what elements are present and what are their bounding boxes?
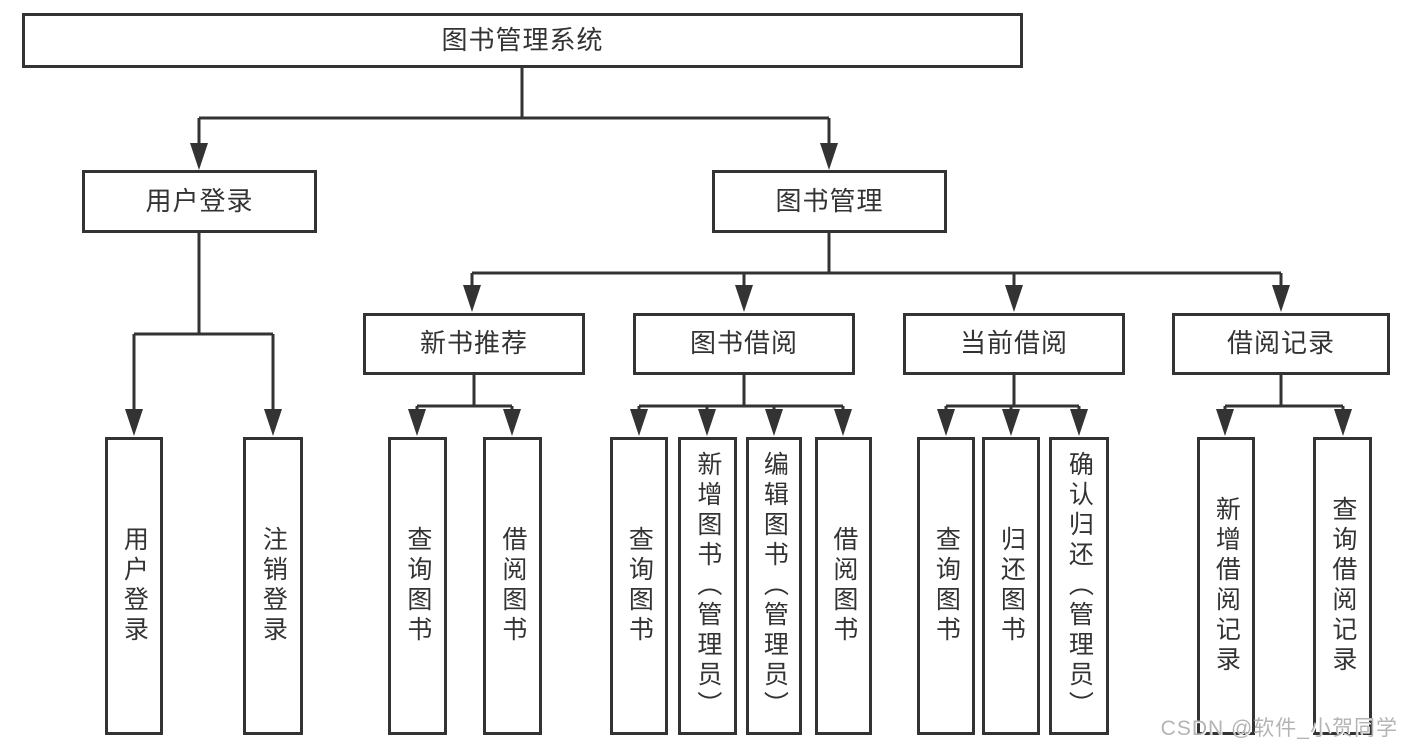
node-user-login: 用户登录 [82,170,317,233]
node-current-borrow: 当前借阅 [903,313,1125,375]
node-borrow-records: 借阅记录 [1172,313,1390,375]
node-label: 借阅记录 [1226,328,1335,359]
node-label: 当前借阅 [959,328,1068,359]
arrowhead-icon [264,409,282,436]
leaf-confirm-return-admin: 确认归还（管理员） [1049,437,1109,735]
node-label: 注销登录 [259,526,288,646]
arrowhead-icon [765,409,783,436]
arrowhead-icon [834,409,852,436]
node-book-management: 图书管理 [712,170,947,233]
leaf-user-login: 用户登录 [105,437,163,735]
node-label: 用户登录 [145,185,254,216]
connector [944,375,1081,412]
leaf-add-books-admin: 新增图书（管理员） [678,437,737,735]
arrowhead-icon [1216,409,1234,436]
arrowhead-icon [190,143,208,170]
connector [197,68,831,146]
arrowhead-icon [1002,409,1020,436]
connector [470,233,1283,289]
arrowhead-icon [630,409,648,436]
node-label: 确认归还（管理员） [1065,451,1094,721]
leaf-logout: 注销登录 [243,437,303,735]
csdn-watermark: CSDN @软件_小贺同学 [1160,717,1398,740]
arrowhead-icon [820,143,838,170]
leaf-return-books: 归还图书 [982,437,1040,735]
node-label: 图书借阅 [689,328,798,359]
node-label: 查询图书 [932,526,961,646]
node-label: 查询图书 [403,526,432,646]
node-label: 图书管理系统 [441,24,604,55]
leaf-query-books-borrow: 查询图书 [610,437,668,735]
connector [415,375,514,412]
arrowhead-icon [125,409,143,436]
arrowhead-icon [503,409,521,436]
connector [132,233,275,412]
node-label: 新增图书（管理员） [693,451,722,721]
node-label: 用户登录 [120,526,149,646]
leaf-query-borrow-record: 查询借阅记录 [1313,437,1372,735]
connector [1223,375,1345,412]
node-label: 新书推荐 [419,328,528,359]
node-new-book-recommend: 新书推荐 [363,313,585,375]
node-label: 借阅图书 [498,526,527,646]
node-label: 新增借阅记录 [1212,496,1241,676]
node-label: 查询图书 [625,526,654,646]
leaf-add-borrow-record: 新增借阅记录 [1197,437,1255,735]
node-label: 借阅图书 [829,526,858,646]
node-library-system: 图书管理系统 [22,13,1023,68]
leaf-borrow-books: 借阅图书 [815,437,872,735]
arrowhead-icon [735,285,753,312]
arrowhead-icon [1005,285,1023,312]
arrowhead-icon [408,409,426,436]
leaf-query-books-current: 查询图书 [917,437,975,735]
node-label: 归还图书 [997,526,1026,646]
node-label: 查询借阅记录 [1328,496,1357,676]
leaf-query-books-recommend: 查询图书 [388,437,447,735]
arrowhead-icon [463,285,481,312]
arrowhead-icon [1334,409,1352,436]
node-book-borrow: 图书借阅 [633,313,855,375]
arrowhead-icon [937,409,955,436]
arrowhead-icon [1272,285,1290,312]
leaf-borrow-books-recommend: 借阅图书 [483,437,542,735]
arrowhead-icon [698,409,716,436]
leaf-edit-books-admin: 编辑图书（管理员） [746,437,802,735]
node-label: 图书管理 [775,185,884,216]
connector [637,375,845,412]
arrowhead-icon [1070,409,1088,436]
node-label: 编辑图书（管理员） [760,451,789,721]
